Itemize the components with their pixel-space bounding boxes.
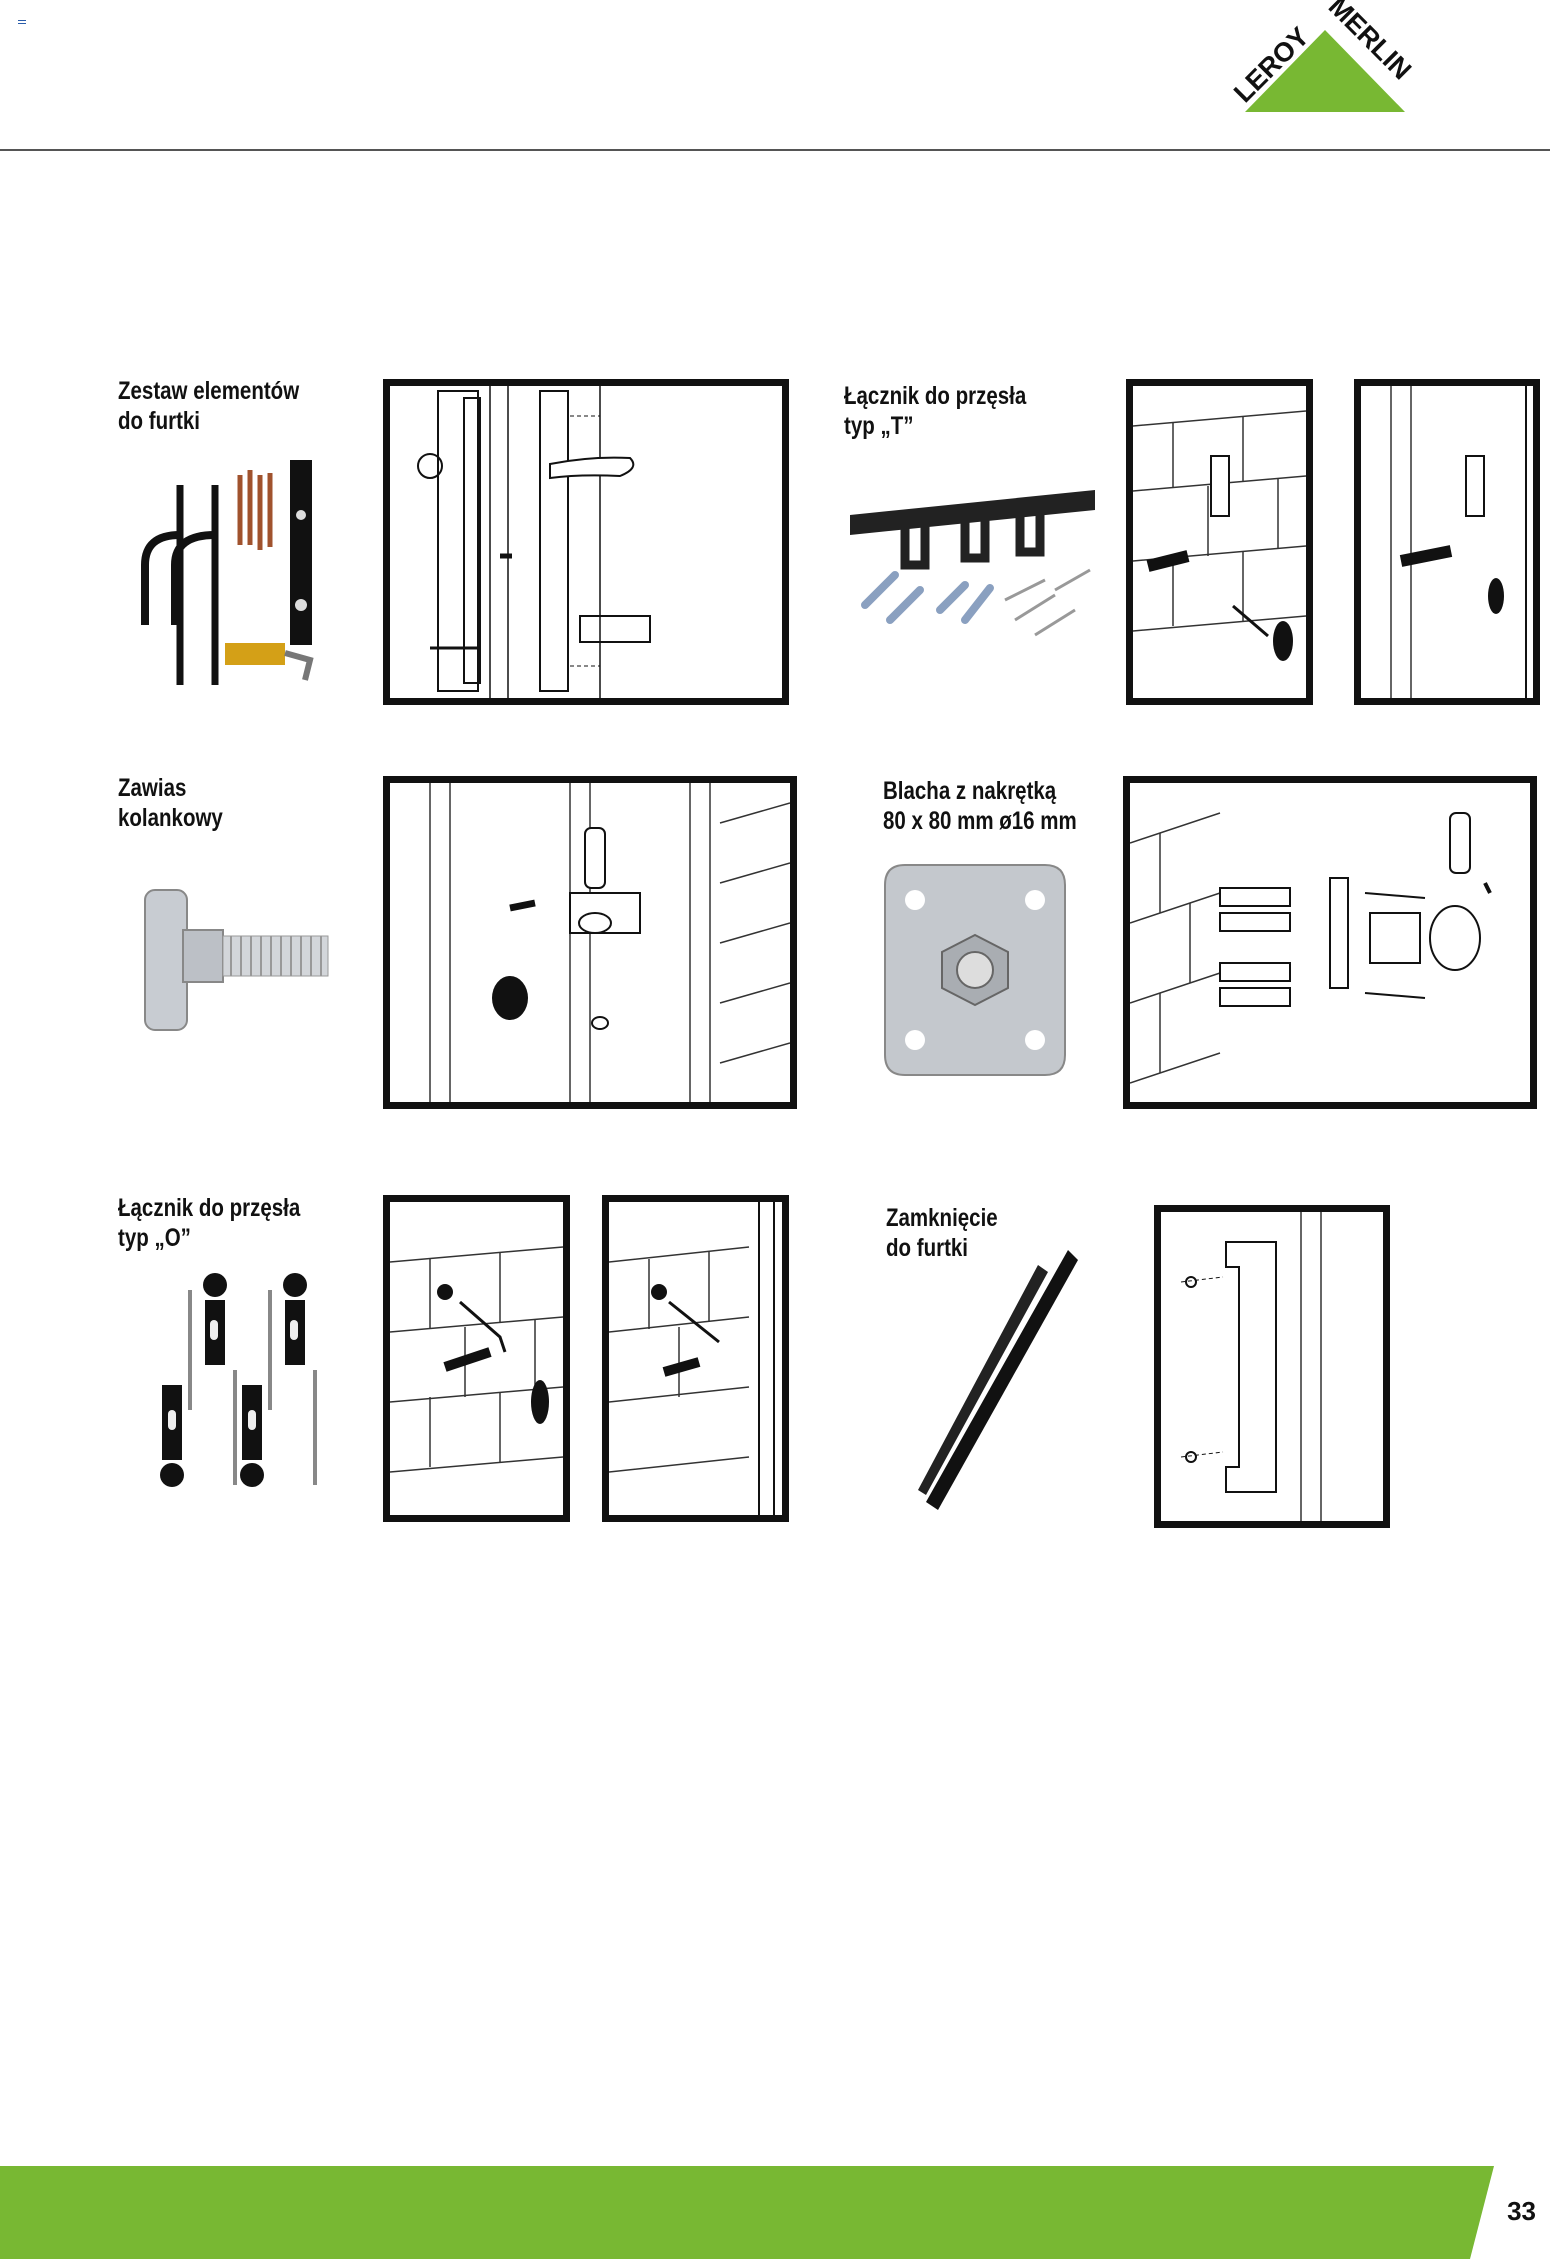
gate-kit-installation-diagram [383,379,789,705]
gate-kit-product-image [125,455,325,705]
leroy-merlin-logo: LEROY MERLIN [1225,0,1425,115]
section-title-t-connector: Łącznik do przęsła typ „T” [844,382,1027,440]
o-connector-diagram-post [602,1195,789,1522]
gate-lock-installation-diagram [1154,1205,1390,1528]
footer-band [0,2166,1550,2259]
section-title-hinge: Zawias kolankowy [118,774,223,832]
hinge-installation-diagram [383,776,797,1109]
o-connector-diagram-wall [383,1195,570,1522]
section-title-plate: Blacha z nakrętką 80 x 80 mm ø16 mm [883,777,1077,835]
header-divider [0,149,1550,151]
t-connector-diagram-wall [1126,379,1313,705]
o-connector-product-image [150,1270,320,1495]
page-number: 33 [1507,2196,1536,2226]
t-connector-product-image [845,470,1100,670]
section-title-gate-lock: Zamknięcie do furtki [886,1204,998,1262]
gate-lock-product-image [908,1240,1083,1520]
menu-icon[interactable] [18,20,26,26]
t-connector-diagram-post [1354,379,1540,705]
section-title-o-connector: Łącznik do przęsła typ „O” [118,1194,301,1252]
plate-installation-diagram [1123,776,1537,1109]
hinge-product-image [135,880,335,1040]
plate-product-image [880,860,1070,1080]
section-title-gate-kit: Zestaw elementów do furtki [118,377,300,435]
